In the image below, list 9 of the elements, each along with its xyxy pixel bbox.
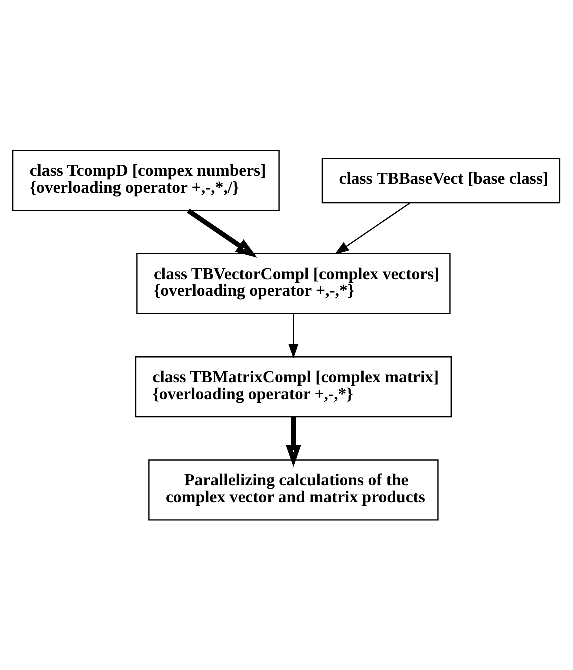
node-box: class TBMatrixCompl [complex matrix] {overloading operator +,-,*} [135,356,452,418]
arrow [334,202,411,254]
node-box: class TBVectorCompl [complex vectors] {overloading operator +,-,*} [136,252,451,314]
node-box: Parallelizing calculations of the complex vector and matrix products [148,459,439,520]
arrow [187,208,258,258]
arrow [286,416,302,467]
arrow [288,314,299,358]
node-box: class TcompD [compex numbers] {overloading operator +,-,*,/} [12,150,280,211]
node-box: class TBBaseVect [base class] [322,158,561,204]
